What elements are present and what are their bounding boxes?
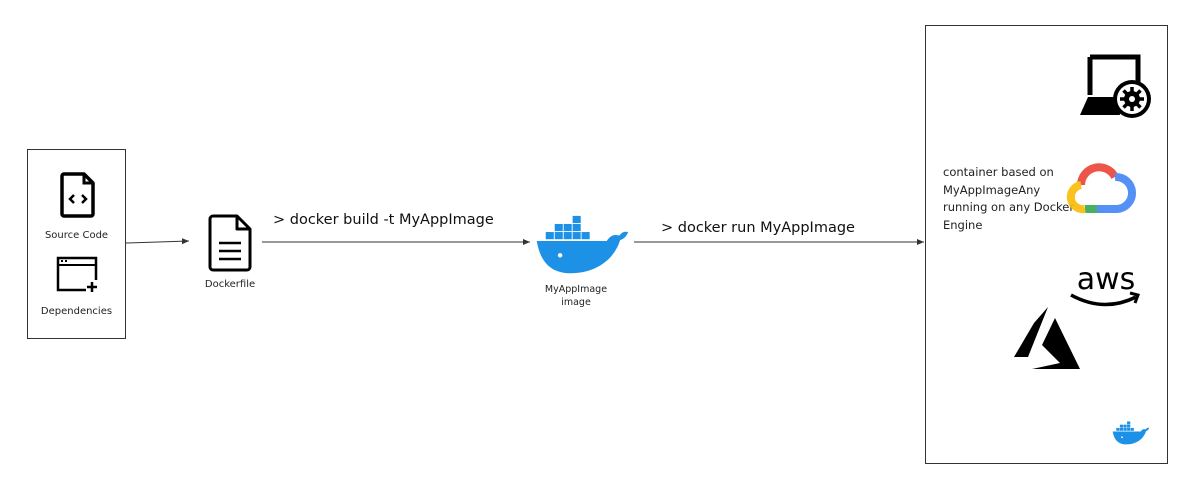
dependencies-window-icon	[56, 256, 98, 292]
run-command-label: > docker run MyAppImage	[661, 220, 855, 236]
dependencies-label: Dependencies	[40, 306, 113, 317]
image-label-line1: MyAppImage	[544, 284, 608, 295]
aws-logo-icon: aws	[1070, 262, 1140, 307]
description-line: container based on	[943, 165, 1054, 179]
laptop-gear-icon	[1080, 54, 1151, 118]
target-description: container based on MyAppImageAny running…	[943, 164, 1074, 234]
description-line: Engine	[943, 217, 983, 232]
docker-image-whale-icon	[536, 215, 629, 274]
source-box	[27, 149, 126, 339]
svg-text:aws: aws	[1077, 262, 1136, 297]
azure-logo-icon	[1014, 307, 1080, 369]
image-label-line2: image	[561, 297, 591, 308]
description-line: running on any Docker	[943, 200, 1075, 214]
google-cloud-logo-icon	[1066, 163, 1136, 214]
dockerfile-label: Dockerfile	[204, 279, 256, 290]
description-line: MyAppImageAny	[943, 182, 1041, 197]
source-code-label: Source Code	[44, 230, 109, 241]
build-command-label: > docker build -t MyAppImage	[273, 212, 494, 228]
dockerfile-document-icon	[208, 214, 252, 272]
docker-logo-icon	[1112, 421, 1150, 445]
source-code-file-icon	[60, 172, 95, 218]
